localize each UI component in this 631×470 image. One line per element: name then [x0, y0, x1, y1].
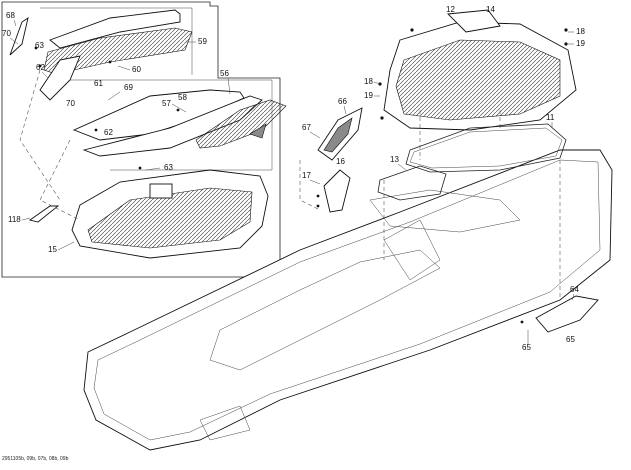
seal-11 [405, 123, 567, 173]
figure-code: 2951105b, 09b, 07b, 08b, 09b [2, 456, 69, 462]
callout-66: 66 [338, 97, 347, 106]
callout-14: 14 [486, 5, 495, 14]
hull-main [83, 149, 613, 451]
callout-57: 57 [162, 99, 171, 108]
callout-18-b: 18 [364, 77, 373, 86]
callout-19: 19 [576, 39, 585, 48]
callout-63-b: 63 [164, 163, 173, 172]
assembly-lines [19, 69, 561, 300]
part-118-clip [28, 205, 60, 223]
callout-63: 63 [35, 41, 44, 50]
callout-69: 69 [124, 83, 133, 92]
part-64-guard [535, 295, 599, 333]
callout-68: 68 [6, 11, 15, 20]
callout-67: 67 [302, 123, 311, 132]
callout-12: 12 [446, 5, 455, 14]
callout-62: 62 [36, 63, 45, 72]
callout-56: 56 [220, 69, 229, 78]
callout-70: 70 [2, 29, 11, 38]
seal-13 [377, 165, 447, 201]
callout-17: 17 [302, 171, 311, 180]
part-56-panel [72, 89, 287, 157]
part-68-trim [9, 16, 29, 56]
callout-118: 118 [8, 215, 21, 224]
callout-65: 65 [522, 343, 531, 352]
part-66-bracket [317, 107, 363, 161]
callout-64: 64 [570, 285, 579, 294]
part-top-console [383, 9, 577, 131]
callout-60: 60 [132, 65, 141, 74]
callout-61: 61 [94, 79, 103, 88]
leader-lines [9, 19, 575, 344]
inset-frame [1, 1, 281, 278]
callout-59: 59 [198, 37, 207, 46]
callout-13: 13 [390, 155, 399, 164]
callout-16: 16 [336, 157, 345, 166]
screws [34, 28, 568, 324]
callout-11: 11 [546, 113, 555, 122]
callout-19-b: 19 [364, 91, 373, 100]
callout-15: 15 [48, 245, 57, 254]
callout-58: 58 [178, 93, 187, 102]
callout-18: 18 [576, 27, 585, 36]
callout-70-b: 70 [66, 99, 75, 108]
callouts: 68 70 63 59 62 60 61 56 69 70 58 57 62 6… [2, 5, 585, 352]
part-16-support [323, 169, 351, 213]
callout-65-b: 65 [566, 335, 575, 344]
part-59-top-panel [39, 9, 193, 101]
part-15-hull-upper [71, 169, 269, 259]
callout-62-b: 62 [104, 128, 113, 137]
